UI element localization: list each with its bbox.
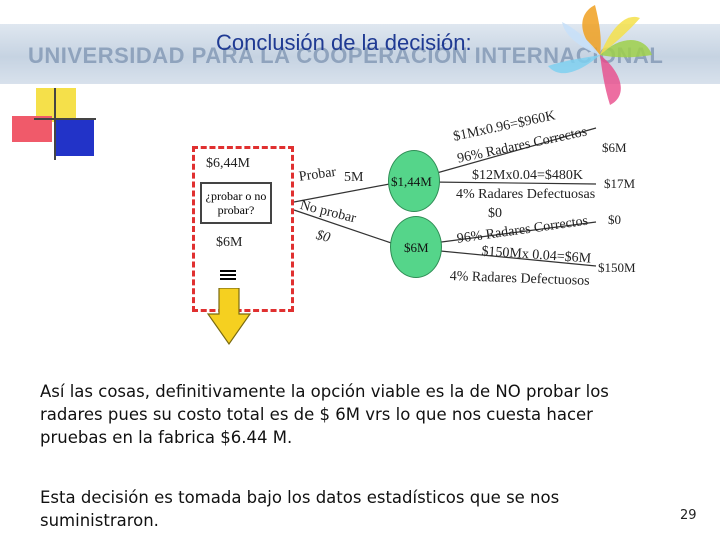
decision-bottom-value: $6M (216, 235, 243, 250)
probar-defect-pct: 4% Radares Defectuosas (456, 187, 596, 202)
no-probar-defect-end: $150M (598, 260, 636, 275)
probar-correct-end: $6M (602, 140, 627, 155)
decision-highlight-box (192, 146, 294, 312)
page-number: 29 (680, 508, 697, 523)
chance-node-no-probar-value: $6M (404, 240, 429, 255)
deco-vertical-line (54, 88, 56, 160)
basis-paragraph: Esta decisión es tomada bajo los datos e… (40, 488, 560, 530)
deco-horizontal-line (34, 118, 96, 120)
deco-blue-square (54, 120, 94, 156)
decision-node: ¿probar o no probar? (200, 182, 272, 224)
arrow-stripes (220, 270, 236, 284)
conclusion-paragraph: Así las cosas, definitivamente la opción… (40, 382, 609, 447)
deco-red-square (12, 116, 52, 142)
decision-top-value: $6,44M (206, 156, 250, 171)
chance-node-no-probar (390, 216, 442, 278)
university-logo-icon (548, 5, 652, 105)
slide-title: Conclusión de la decisión: (216, 30, 472, 55)
chance-node-probar (388, 150, 440, 212)
no-probar-correct-end: $0 (608, 212, 621, 227)
chance-node-probar-value: $1,44M (391, 174, 432, 189)
probar-defect-calc: $12Mx0.04=$480K (472, 168, 583, 183)
down-arrow-icon (206, 288, 252, 346)
probar-defect-end: $17M (604, 176, 636, 191)
no-probar-correct-calc: $0 (488, 206, 502, 221)
branch-probar-cost: 5M (344, 170, 364, 185)
